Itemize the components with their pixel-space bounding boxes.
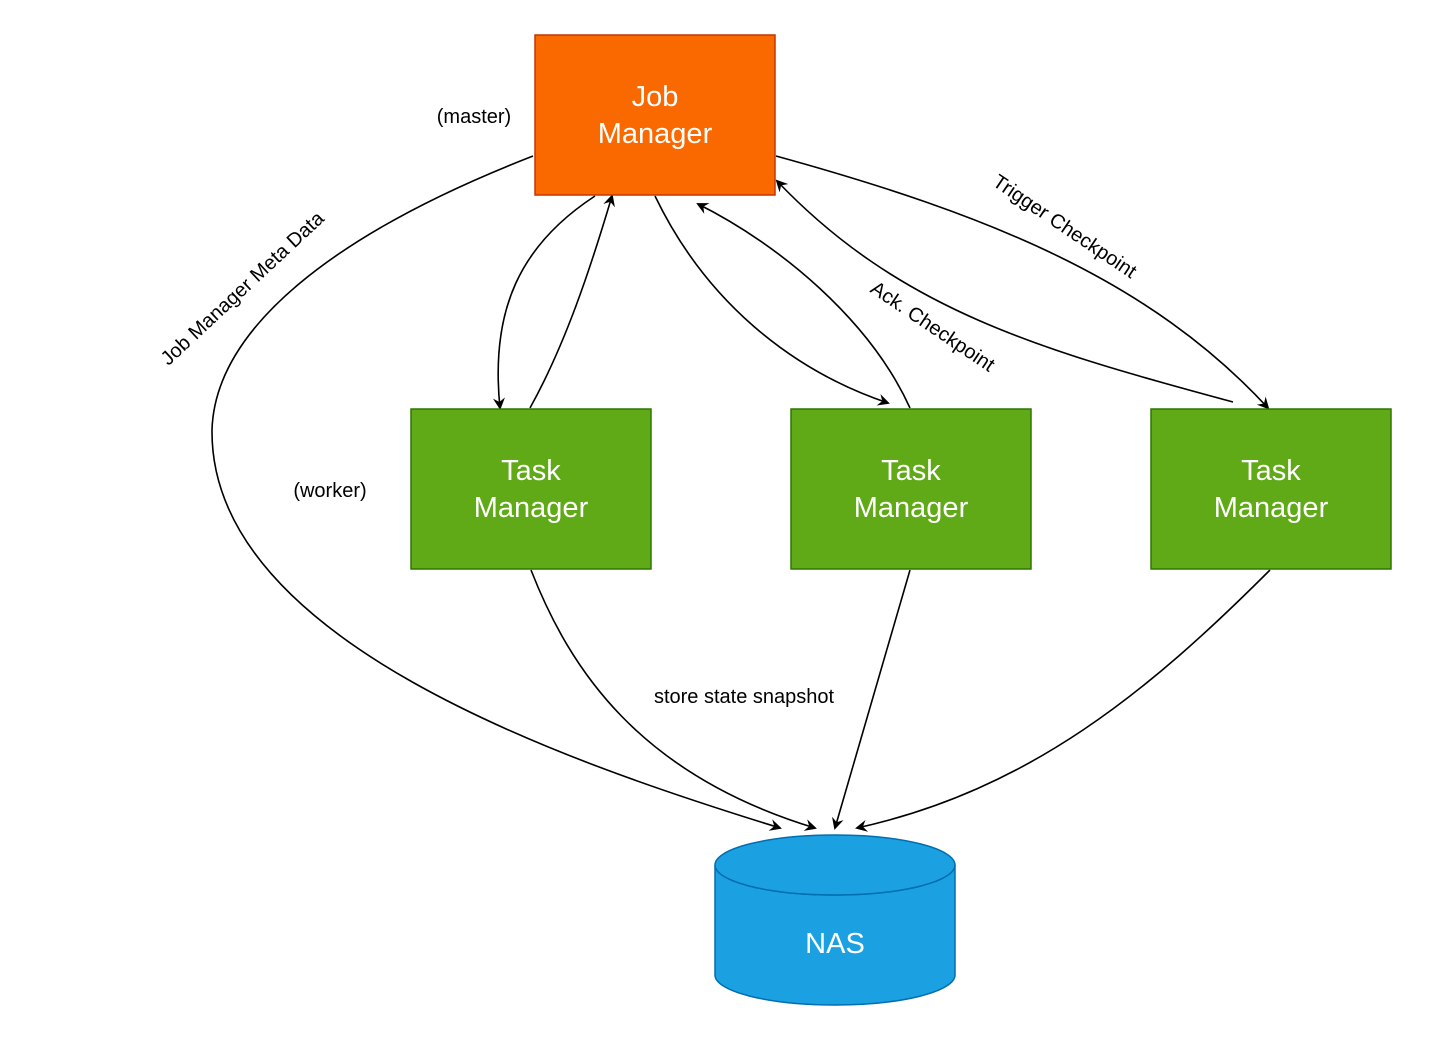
store-state-snapshot-label: store state snapshot <box>654 686 835 708</box>
task-manager-1-label-line2: Manager <box>474 492 589 524</box>
trigger-checkpoint-label: Trigger Checkpoint <box>989 171 1141 284</box>
task-manager-3-label-line1: Task <box>1241 455 1301 487</box>
job-manager-label-line2: Manager <box>598 118 713 150</box>
edge-task-1-to-job-manager <box>529 194 615 409</box>
edge-task-3-to-nas <box>855 569 1271 832</box>
task-manager-node-3[interactable]: Task Manager <box>1150 408 1392 570</box>
edge-task-3-to-job-manager <box>775 179 1234 403</box>
nas-label: NAS <box>805 928 865 960</box>
task-manager-1-label-line1: Task <box>501 455 561 487</box>
edge-task-1-to-nas <box>530 569 817 831</box>
task-manager-2-box <box>790 408 1032 570</box>
task-manager-node-1[interactable]: Task Manager <box>410 408 652 570</box>
master-label: (master) <box>437 106 511 128</box>
task-manager-2-label-line2: Manager <box>854 492 969 524</box>
edge-task-2-to-job-manager <box>696 203 911 409</box>
job-manager-label-line1: Job <box>632 81 679 113</box>
edge-task-2-to-nas <box>832 569 911 830</box>
task-manager-2-label-line1: Task <box>881 455 941 487</box>
job-manager-meta-data-label: Job Manager Meta Data <box>157 207 330 370</box>
worker-label: (worker) <box>293 480 366 502</box>
edge-job-manager-meta-to-nas <box>211 155 782 831</box>
task-manager-3-box <box>1150 408 1392 570</box>
ack-checkpoint-label: Ack. Checkpoint <box>866 277 998 376</box>
task-manager-node-2[interactable]: Task Manager <box>790 408 1032 570</box>
job-manager-box <box>534 34 776 196</box>
edge-job-manager-to-task-1 <box>493 195 596 410</box>
edge-job-manager-to-task-3 <box>775 155 1270 410</box>
task-manager-3-label-line2: Manager <box>1214 492 1329 524</box>
job-manager-node[interactable]: Job Manager <box>534 34 776 196</box>
task-manager-1-box <box>410 408 652 570</box>
nas-storage-node[interactable]: NAS <box>714 834 956 1006</box>
edges <box>211 155 1271 832</box>
nas-cylinder-top <box>714 834 956 896</box>
edge-job-manager-to-task-2 <box>654 195 890 406</box>
